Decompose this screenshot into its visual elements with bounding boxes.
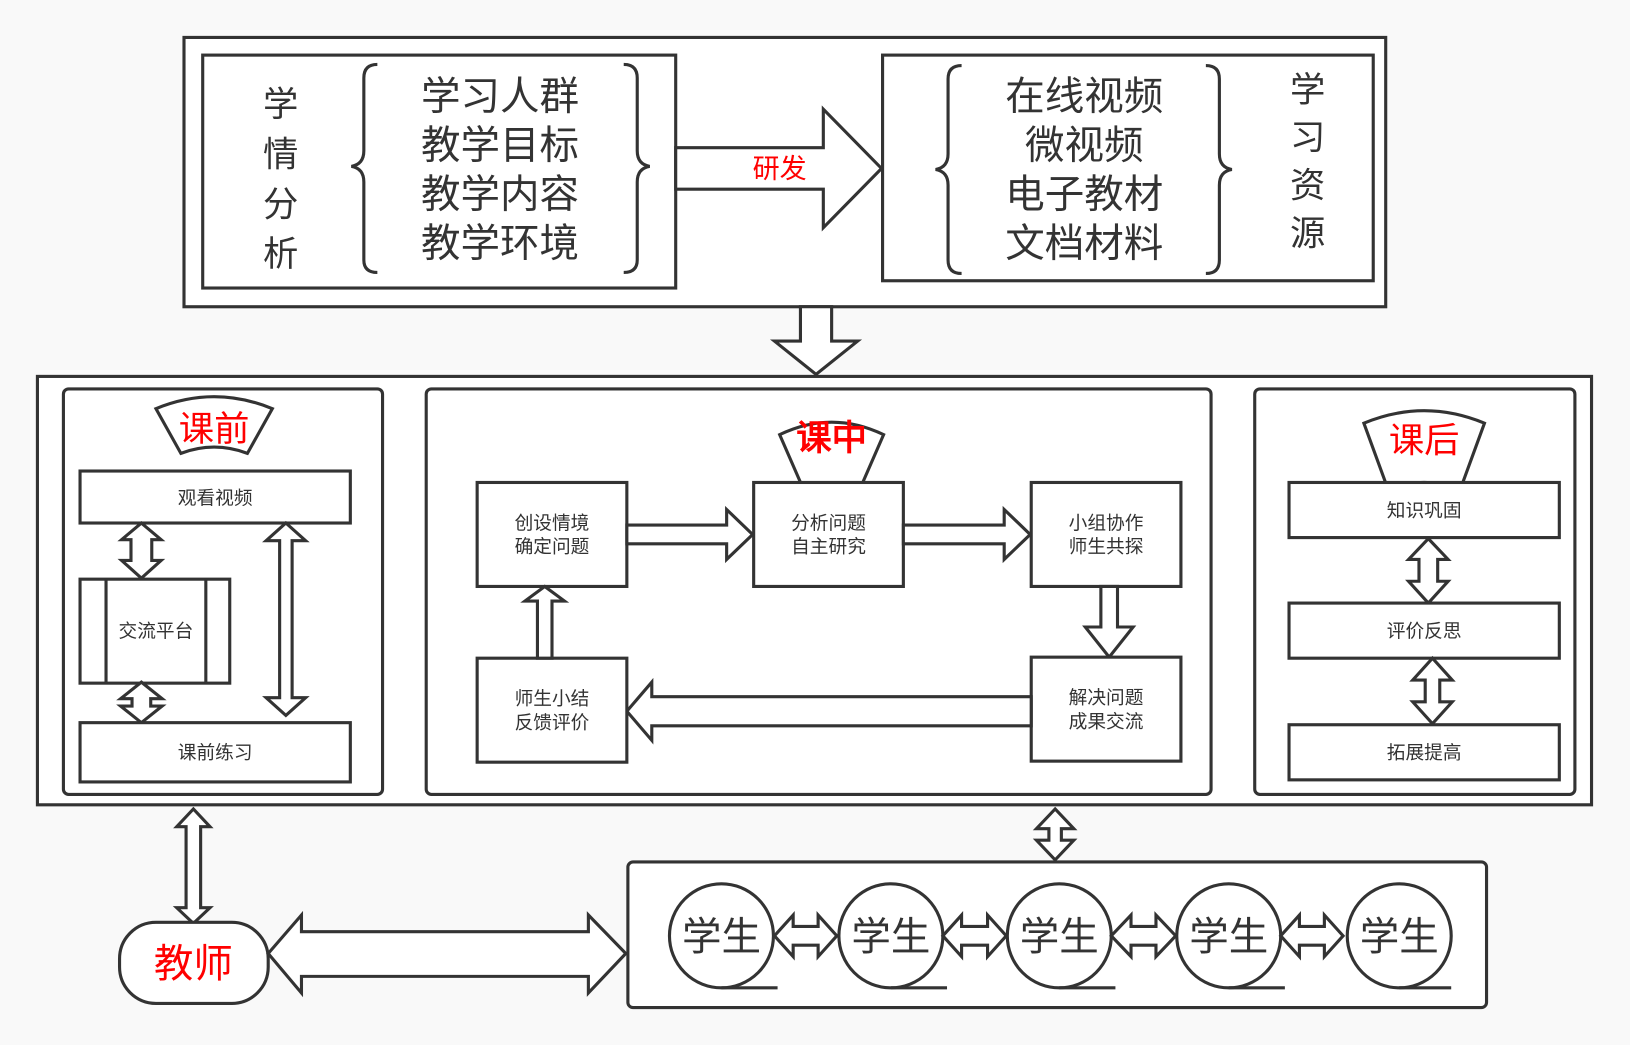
resources-title-char: 习 bbox=[1290, 118, 1325, 159]
fan-badge-icon bbox=[153, 395, 275, 456]
down-arrow-icon bbox=[770, 305, 863, 377]
student-node bbox=[1005, 882, 1116, 990]
in-class-title: 课中 bbox=[796, 418, 867, 459]
analysis-item: 教学环境 bbox=[421, 221, 579, 267]
post-item-box bbox=[1287, 601, 1561, 660]
right-arrow-icon bbox=[625, 505, 755, 564]
analysis-item: 教学内容 bbox=[421, 172, 579, 218]
right-arrow-icon bbox=[901, 505, 1033, 564]
left-brace-icon bbox=[351, 62, 378, 274]
teacher-students-arrow-icon bbox=[266, 910, 628, 998]
student-node bbox=[667, 882, 778, 990]
down-arrow-icon bbox=[1082, 584, 1137, 660]
step-label: 反馈评价 bbox=[515, 713, 590, 734]
resource-item: 文档材料 bbox=[1005, 221, 1163, 267]
resource-item: 电子教材 bbox=[1005, 172, 1163, 218]
long-double-arrow-icon bbox=[262, 520, 310, 718]
post-item-label: 拓展提高 bbox=[1387, 743, 1462, 764]
step-label: 创设情境 bbox=[515, 513, 590, 534]
step-label: 解决问题 bbox=[1069, 688, 1144, 709]
student-label: 学生 bbox=[1189, 914, 1268, 960]
post-item-label: 评价反思 bbox=[1387, 621, 1462, 642]
exercise-box bbox=[78, 721, 352, 784]
analysis-title-char: 分 bbox=[263, 184, 298, 225]
class-students-arrow-icon bbox=[1032, 806, 1078, 863]
analysis-title-char: 情 bbox=[263, 134, 298, 175]
resource-item: 微视频 bbox=[1025, 123, 1143, 169]
post-class-panel: 课后 知识巩固 评价反思 拓展提高 bbox=[1253, 387, 1577, 796]
up-arrow-icon bbox=[520, 584, 570, 660]
step-label: 自主研究 bbox=[791, 537, 866, 558]
teacher-node bbox=[117, 920, 270, 1005]
platform-label: 交流平台 bbox=[119, 621, 194, 642]
resources-title-char: 源 bbox=[1290, 213, 1325, 254]
step-box bbox=[1029, 655, 1183, 763]
post-item-box bbox=[1287, 480, 1561, 540]
left-brace-icon bbox=[935, 63, 962, 276]
step-box bbox=[475, 656, 629, 764]
resources-box: 在线视频 微视频 电子教材 文档材料 学 习 资 源 bbox=[881, 53, 1375, 283]
student-label: 学生 bbox=[851, 914, 930, 960]
exercise-label: 课前练习 bbox=[178, 743, 253, 764]
analysis-title-char: 学 bbox=[263, 84, 298, 125]
step-label: 小组协作 bbox=[1069, 513, 1144, 534]
post-item-label: 知识巩固 bbox=[1387, 501, 1462, 522]
post-class-title: 课后 bbox=[1389, 420, 1460, 461]
analysis-item: 学习人群 bbox=[421, 74, 579, 120]
analysis-title-char: 析 bbox=[263, 234, 298, 275]
step-label: 师生共探 bbox=[1069, 537, 1144, 558]
student-node bbox=[1345, 882, 1453, 990]
double-arrow-icon bbox=[772, 910, 839, 961]
develop-label: 研发 bbox=[753, 154, 807, 185]
platform-box bbox=[78, 577, 232, 685]
resource-item: 在线视频 bbox=[1005, 74, 1163, 120]
analysis-box: 学 情 分 析 学习人群 教学目标 教学内容 教学环境 bbox=[201, 53, 678, 290]
step-label: 确定问题 bbox=[515, 537, 590, 558]
resources-title-char: 资 bbox=[1290, 166, 1325, 207]
double-arrow-icon bbox=[1278, 910, 1346, 961]
step-label: 分析问题 bbox=[791, 513, 866, 534]
pre-class-title: 课前 bbox=[179, 409, 250, 450]
analysis-item: 教学目标 bbox=[421, 123, 579, 169]
student-label: 学生 bbox=[1020, 914, 1099, 960]
watch-video-box bbox=[78, 469, 352, 525]
step-box bbox=[475, 480, 629, 589]
pre-class-panel: 课前 观看视频 交流平台 课前练习 bbox=[61, 387, 385, 796]
step-box bbox=[752, 480, 905, 589]
right-brace-icon bbox=[623, 62, 651, 274]
resources-title-char: 学 bbox=[1290, 70, 1325, 111]
step-label: 师生小结 bbox=[515, 689, 590, 710]
teacher-link-arrow-icon bbox=[172, 806, 214, 926]
post-item-box bbox=[1287, 723, 1561, 782]
left-arrow-icon bbox=[624, 677, 1033, 745]
step-box bbox=[1029, 480, 1183, 589]
right-brace-icon bbox=[1205, 63, 1233, 276]
develop-arrow-icon bbox=[674, 105, 884, 232]
watch-video-label: 观看视频 bbox=[178, 488, 253, 509]
step-label: 成果交流 bbox=[1069, 712, 1144, 733]
teacher-label: 教师 bbox=[154, 941, 233, 987]
student-label: 学生 bbox=[1360, 914, 1439, 960]
student-label: 学生 bbox=[682, 914, 761, 960]
in-class-panel: 课中 创设情境 确定问题 分析问题 自主研究 小组协作 师生共探 解决问题 成果… bbox=[424, 387, 1213, 796]
